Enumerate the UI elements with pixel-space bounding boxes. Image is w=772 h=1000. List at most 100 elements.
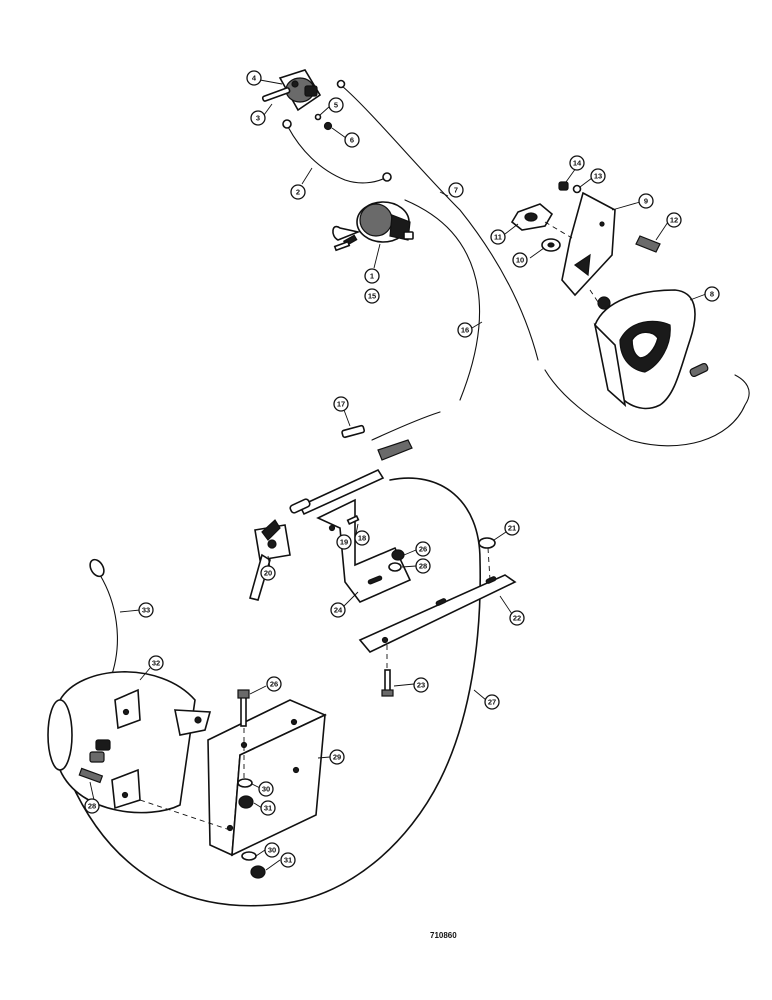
svg-text:26: 26 <box>270 680 278 689</box>
callout-31: 31 <box>260 800 276 816</box>
part-9-hole <box>599 221 605 227</box>
svg-text:8: 8 <box>710 290 714 299</box>
centerline-bracket-nut <box>544 221 573 239</box>
callout-1: 1 <box>364 268 380 284</box>
leader-29 <box>317 756 331 759</box>
callout-14: 14 <box>569 155 585 171</box>
svg-text:31: 31 <box>264 804 272 813</box>
cable-17 <box>371 411 441 441</box>
key-switch-1 <box>332 201 414 252</box>
leader-17 <box>343 409 351 427</box>
callout-6: 6 <box>344 132 360 148</box>
part-28-washer-upper <box>388 562 402 572</box>
svg-text:19: 19 <box>340 538 348 547</box>
callout-30b: 30 <box>264 842 280 858</box>
leader-10 <box>529 247 545 259</box>
callout-13: 13 <box>590 168 606 184</box>
part-26-bolt-lower-head <box>237 689 250 699</box>
callout-10: 10 <box>512 252 528 268</box>
part-30-washer-a <box>237 778 253 788</box>
horn-lead <box>544 369 750 447</box>
bar-22 <box>358 574 517 653</box>
svg-text:20: 20 <box>264 569 272 578</box>
svg-text:10: 10 <box>516 256 524 265</box>
leader-21 <box>493 531 507 541</box>
throttle-cable-rod <box>298 468 385 516</box>
throttle-cable-fitting <box>377 439 413 461</box>
callout-5: 5 <box>328 97 344 113</box>
svg-text:28: 28 <box>88 802 96 811</box>
callout-3: 3 <box>250 110 266 126</box>
callout-26b: 26 <box>266 676 282 692</box>
part-26-bolt-lower <box>240 695 247 727</box>
wire-2-terminal-end <box>382 172 392 182</box>
svg-text:21: 21 <box>508 524 516 533</box>
leader-8 <box>689 293 707 301</box>
callout-29: 29 <box>329 749 345 765</box>
leader-2 <box>301 167 313 185</box>
svg-text:6: 6 <box>350 136 354 145</box>
part-5-washer <box>314 113 322 121</box>
leader-28b <box>89 781 95 801</box>
bracket-24-hole <box>328 524 336 532</box>
callout-4: 4 <box>246 70 262 86</box>
part-9-bracket <box>561 191 616 297</box>
part-13-washer <box>572 184 582 194</box>
part-11-nut-hole <box>524 212 538 222</box>
svg-text:2: 2 <box>296 188 300 197</box>
drawing-code: 710860 <box>430 931 457 940</box>
callout-9: 9 <box>638 193 654 209</box>
callout-2: 2 <box>290 184 306 200</box>
part-17-sleeve <box>341 424 366 439</box>
part-23-bolt <box>384 669 391 693</box>
callout-33: 33 <box>138 602 154 618</box>
leader-1 <box>373 243 381 269</box>
svg-text:31: 31 <box>284 856 292 865</box>
part-26-nut-upper <box>391 549 405 561</box>
callout-31b: 31 <box>280 852 296 868</box>
leader-9 <box>611 201 641 211</box>
part-14-nut <box>558 181 569 191</box>
part-21-washer <box>478 537 496 549</box>
callout-22: 22 <box>509 610 525 626</box>
part-3-pin <box>261 87 291 102</box>
part-9-bracket-slot <box>573 253 591 277</box>
leader-18 <box>355 523 359 535</box>
bar-22-slot-b <box>435 598 447 606</box>
callout-23: 23 <box>413 677 429 693</box>
wire-2-terminal <box>282 119 292 129</box>
callout-7: 7 <box>448 182 464 198</box>
centerline-washer-21 <box>487 547 491 581</box>
callout-11: 11 <box>490 229 506 245</box>
leader-14 <box>565 167 577 183</box>
callout-27: 27 <box>484 694 500 710</box>
svg-text:26: 26 <box>419 545 427 554</box>
wire-16 <box>404 199 481 401</box>
svg-text:12: 12 <box>670 216 678 225</box>
leader-11 <box>504 223 519 235</box>
part-6-nut <box>323 121 333 131</box>
svg-text:4: 4 <box>252 74 257 83</box>
leader-5 <box>319 105 331 116</box>
svg-text:23: 23 <box>417 681 425 690</box>
callout-15: 15 <box>364 288 380 304</box>
svg-text:30: 30 <box>262 785 270 794</box>
callout-28b: 28 <box>84 798 100 814</box>
callout-20: 20 <box>260 565 276 581</box>
leader-12 <box>655 221 669 241</box>
leader-27 <box>473 689 487 701</box>
leader-16 <box>471 321 483 329</box>
wire-2 <box>286 124 386 184</box>
throttle-cable-end <box>289 498 311 514</box>
svg-text:1: 1 <box>370 272 374 281</box>
leader-33 <box>119 609 141 613</box>
callout-8: 8 <box>704 286 720 302</box>
callout-19: 19 <box>336 534 352 550</box>
leader-24 <box>343 591 359 607</box>
leader-32 <box>139 667 151 681</box>
bar-22-hole <box>381 636 389 644</box>
leader-3 <box>263 103 273 116</box>
wire-7-terminal <box>336 79 346 89</box>
wire-33-ring-terminal <box>89 558 105 578</box>
